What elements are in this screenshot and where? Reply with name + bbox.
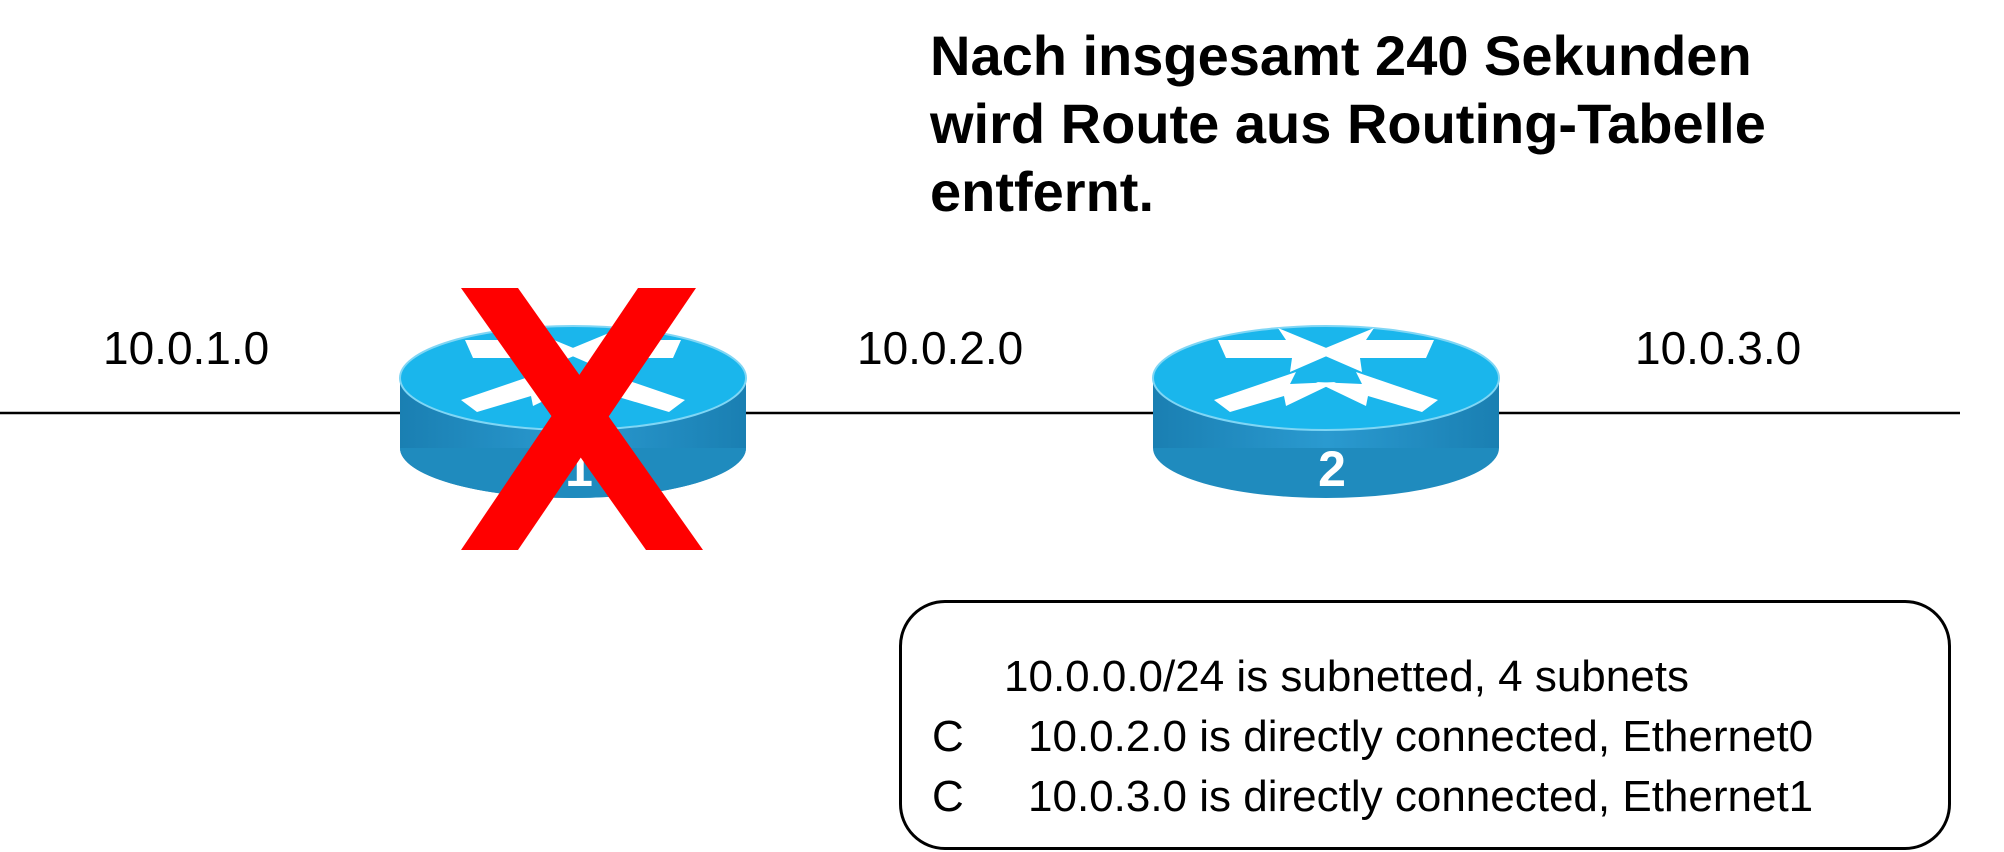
title-line-1: Nach insgesamt 240 Sekunden <box>930 24 1752 87</box>
router-2-label: 2 <box>1318 441 1346 497</box>
routing-table-entry-1: 10.0.2.0 is directly connected, Ethernet… <box>1028 712 1814 761</box>
routing-table-box: 10.0.0.0/24 is subnetted, 4 subnets C 10… <box>899 600 1951 850</box>
network-label-10-0-2-0: 10.0.2.0 <box>857 322 1024 374</box>
title-line-2: wird Route aus Routing-Tabelle <box>930 92 1766 155</box>
network-label-10-0-3-0: 10.0.3.0 <box>1635 322 1802 374</box>
routing-table-code-1: C <box>932 712 964 761</box>
router-1-failure-cross-icon <box>461 288 703 550</box>
network-label-10-0-1-0: 10.0.1.0 <box>103 322 270 374</box>
routing-table-code-2: C <box>932 772 964 821</box>
title-line-3: entfernt. <box>930 160 1154 223</box>
routing-table-summary: 10.0.0.0/24 is subnetted, 4 subnets <box>1004 652 1689 701</box>
routing-table-entry-2: 10.0.3.0 is directly connected, Ethernet… <box>1028 772 1814 821</box>
router-2: 2 <box>1152 325 1500 498</box>
